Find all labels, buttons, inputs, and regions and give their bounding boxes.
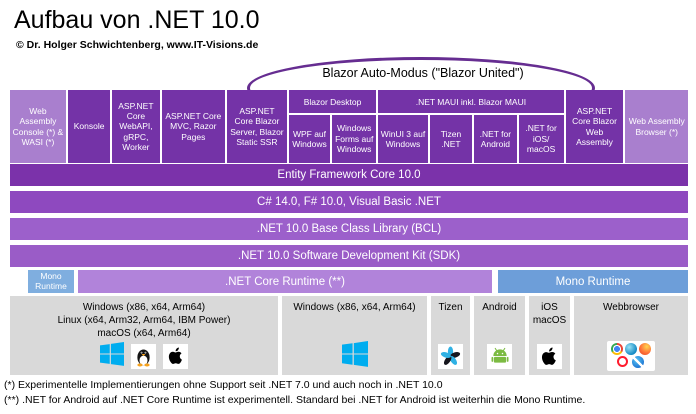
safari-icon [632,356,644,368]
footnote-2: (**) .NET for Android auf .NET Core Runt… [4,393,586,406]
windows-logo-icon [341,340,368,372]
page-title: Aufbau von .NET 10.0 [14,6,260,34]
platform-webbrowser-label: Webbrowser [603,302,659,313]
apple-logo-icon [163,343,188,369]
chrome-icon [611,343,623,355]
app-box-wasm-browser: Web Assembly Browser (*) [625,90,689,163]
footnotes: (*) Experimentelle Implementierungen ohn… [4,378,694,408]
layer-bcl: .NET 10.0 Base Class Library (BCL) [10,218,688,240]
group-blazor-desktop: Blazor Desktop WPF auf Windows Windows F… [288,90,377,163]
platform-ios-label: iOS macOS [532,302,567,326]
bracket-label: Blazor Auto-Modus ("Blazor United") [322,66,524,80]
android-logo-icon [487,343,512,369]
platform-box-tizen: Tizen [431,296,470,375]
platform-box-ios-macos: iOS macOS [529,296,570,375]
platform-android-label: Android [482,302,517,313]
app-box-blazor-server: ASP.NET Core Blazor Server, Blazor Stati… [227,90,287,163]
platform-box-desktop: Windows (x86, x64, Arm64) Linux (x64, Ar… [10,296,278,375]
app-box-konsole: Konsole [67,90,111,163]
group-maui-title: .NET MAUI inkl. Blazor MAUI [378,90,564,113]
app-box-wasm-console: Web Assembly Console (*) & WASI (*) [10,90,66,163]
tizen-logo-icon [438,343,463,369]
platform-box-windows: Windows (x86, x64, Arm64) [282,296,427,375]
app-box-tizen-net: Tizen .NET [429,115,473,163]
application-layer-row: Web Assembly Console (*) & WASI (*) Kons… [10,90,689,163]
app-box-wpf: WPF auf Windows [288,115,331,163]
app-box-webapi: ASP.NET Core WebAPI, gRPC, Worker [112,90,160,163]
app-box-net-android: .NET for Android [474,115,517,163]
platform-layer-row: Windows (x86, x64, Arm64) Linux (x64, Ar… [10,296,688,375]
runtime-net-core: .NET Core Runtime (**) [78,270,492,293]
layer-languages: C# 14.0, F# 10.0, Visual Basic .NET [10,191,688,213]
group-blazor-desktop-title: Blazor Desktop [288,90,377,113]
runtime-layer-row: Mono Runtime .NET Core Runtime (**) Mono… [10,270,688,293]
opera-icon [617,356,628,367]
app-box-winui3: WinUI 3 auf Windows [378,115,428,163]
app-box-net-ios: .NET for iOS/ macOS [518,115,564,163]
group-maui: .NET MAUI inkl. Blazor MAUI WinUI 3 auf … [378,90,564,163]
app-box-blazor-wasm: ASP.NET Core Blazor Web Assembly [565,90,624,163]
windows-logo-icon [100,341,124,371]
runtime-mono-left: Mono Runtime [28,270,74,293]
runtime-mono-right: Mono Runtime [498,270,688,293]
layer-ef-core: Entity Framework Core 10.0 [10,164,688,186]
platform-box-android: Android [474,296,525,375]
linux-tux-icon [131,343,156,369]
layer-sdk: .NET 10.0 Software Development Kit (SDK) [10,245,688,267]
platform-box-webbrowser: Webbrowser [574,296,688,375]
blazor-united-bracket: Blazor Auto-Modus ("Blazor United") [246,55,600,90]
platform-desktop-label: Windows (x86, x64, Arm64) Linux (x64, Ar… [57,302,231,339]
firefox-icon [639,343,651,355]
edge-icon [625,343,637,355]
platform-windows-label: Windows (x86, x64, Arm64) [293,302,416,313]
platform-tizen-label: Tizen [438,302,463,313]
app-box-winforms: Windows Forms auf Windows [332,115,377,163]
browser-logos-icon [607,341,655,371]
apple-logo-icon [537,343,562,369]
footnote-1: (*) Experimentelle Implementierungen ohn… [4,379,443,391]
copyright-line: © Dr. Holger Schwichtenberg, www.IT-Visi… [16,39,259,51]
app-box-mvc: ASP.NET Core MVC, Razor Pages [161,90,226,163]
